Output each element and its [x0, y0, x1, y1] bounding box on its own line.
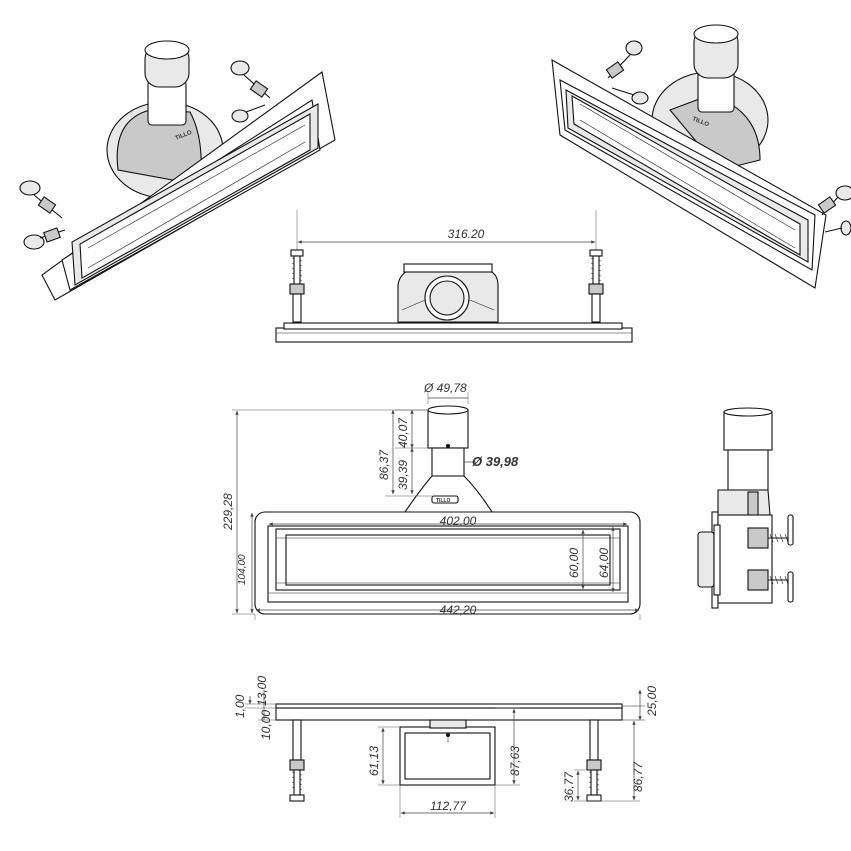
dim-frame-inner-width: 402,00: [440, 514, 477, 528]
dim-top-span: 316.20: [448, 227, 485, 241]
dim-trap-height: 61,13: [367, 746, 381, 776]
dim-channel-inner-height: 60,00: [567, 548, 581, 578]
dim-trap-total-height: 87,63: [508, 746, 522, 776]
iso-left-foot-2: [23, 227, 66, 250]
dim-outlet-inner-diameter: Ø 39,98: [472, 454, 519, 469]
top-foot-right: [588, 249, 604, 323]
iso-right-foot-4: [824, 220, 851, 236]
plan-view: TILLO Ø 49,78 Ø 39,98 40,07 39,39 86,37 …: [221, 381, 641, 620]
dim-frame-outer-width: 442,20: [440, 603, 477, 617]
front-elevation-top: 316.20: [275, 210, 633, 343]
bottom-foot-left: [289, 719, 305, 802]
iso-left-foot-1: [19, 180, 63, 219]
isometric-view-left: TILLO: [19, 40, 336, 301]
dim-outlet-total-height: 86,37: [377, 449, 391, 480]
dim-trap-width: 112,77: [430, 799, 467, 813]
dim-outlet-lower-height: 39,39: [396, 460, 410, 490]
dim-bottom-thickness-a: 1,00: [233, 694, 247, 718]
dim-outlet-outer-diameter: Ø 49,78: [423, 381, 467, 395]
top-foot-left: [289, 249, 305, 323]
dim-bottom-thickness-c: 10,00: [259, 710, 273, 740]
iso-right-foot-2: [611, 87, 649, 105]
bottom-elevation: 1,00 13,00 10,00 25,00 61,13 87,63 112,7…: [233, 676, 659, 818]
dim-frame-outer-height: 104,00: [237, 554, 248, 585]
iso-right-foot-1: [605, 40, 643, 79]
iso-left-foot-3: [230, 60, 271, 99]
logo-text-plan: TILLO: [436, 498, 451, 504]
dim-bottom-thickness-b: 13,00: [255, 676, 269, 706]
dim-channel-outer-height: 64,00: [597, 548, 611, 578]
dim-bottom-frame-height: 25,00: [645, 686, 659, 717]
dim-foot-height: 36,77: [562, 771, 576, 802]
isometric-view-right: TILLO: [551, 24, 851, 289]
iso-left-foot-4: [231, 104, 266, 123]
dim-foot-total-height: 86,77: [631, 761, 645, 792]
dim-outlet-upper-height: 40,07: [396, 417, 410, 448]
iso-right-foot-3: [817, 185, 851, 216]
bottom-foot-right: [586, 719, 602, 802]
dim-overall-height: 229,28: [221, 493, 235, 531]
side-view: [697, 407, 794, 609]
